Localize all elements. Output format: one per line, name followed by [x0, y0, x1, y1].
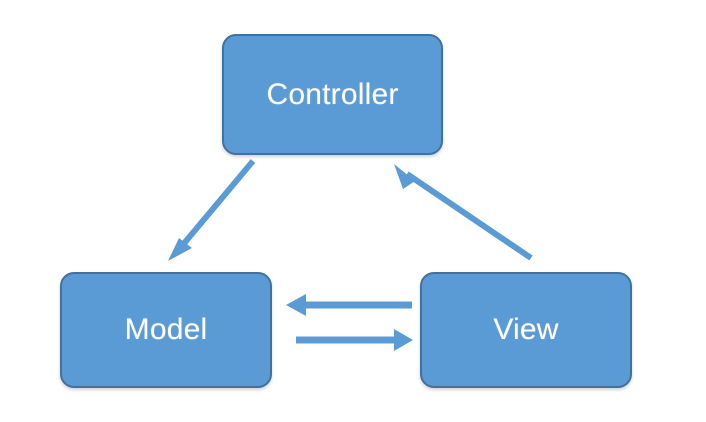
connector-view-to-model [286, 294, 412, 316]
node-controller-label: Controller [266, 77, 399, 111]
connector-model-to-view [296, 329, 413, 351]
connector-controller-to-model [168, 159, 256, 261]
node-view[interactable]: View [420, 272, 632, 388]
node-model[interactable]: Model [60, 272, 272, 388]
node-model-label: Model [124, 313, 208, 346]
connector-view-to-controller [394, 164, 533, 261]
node-controller[interactable]: Controller [222, 34, 443, 155]
node-view-label: View [493, 313, 559, 346]
